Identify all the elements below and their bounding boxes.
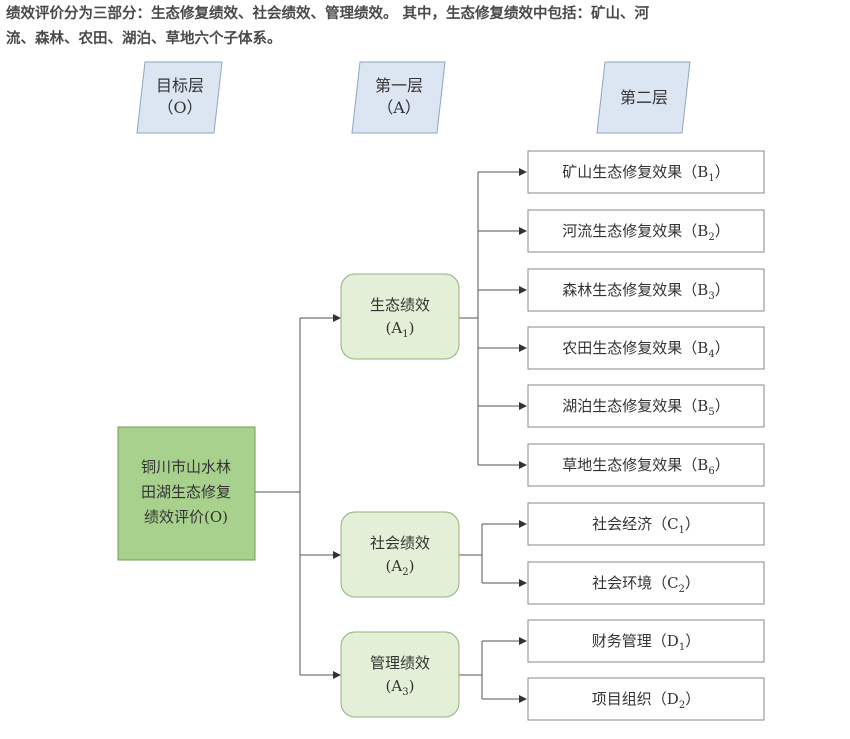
leaf-b2-label: 河流生态修复效果（B2） <box>562 222 729 243</box>
group-box-social <box>340 511 460 598</box>
leaf-b5-label: 湖泊生态修复效果（B5） <box>562 397 729 418</box>
leaf-c2: 社会环境（C2） <box>527 561 765 605</box>
leaf-b2-box <box>527 209 765 253</box>
leaf-c1: 社会经济（C1） <box>527 502 765 546</box>
leaf-d2-box <box>527 677 765 721</box>
layer-shape-second <box>596 61 691 134</box>
root-label-line-3: 绩效评价(O) <box>144 508 228 526</box>
group-node-ecology: 生态绩效 (A1) <box>340 273 460 360</box>
leaf-c1-label: 社会经济（C1） <box>592 515 700 536</box>
leaf-c1-box <box>527 502 765 546</box>
leaf-d1: 财务管理（D1） <box>527 619 765 663</box>
leaf-c2-label: 社会环境（C2） <box>592 574 700 595</box>
layer-header-first: 第一层 （A） <box>351 61 446 134</box>
root-node: 铜川市山水林 田湖生态修复 绩效评价(O) <box>117 426 256 561</box>
leaf-d1-label: 财务管理（D1） <box>592 632 700 653</box>
leaf-b1-box <box>527 150 765 194</box>
leaf-b3-box <box>527 268 765 312</box>
leaf-b6-label: 草地生态修复效果（B6） <box>562 456 729 477</box>
leaf-b6-box <box>527 443 765 487</box>
layer-title-first: 第一层 <box>375 76 423 95</box>
root-label-line-1: 铜川市山水林 <box>141 458 231 476</box>
group-name-ecology: 生态绩效 <box>370 296 430 314</box>
group-code-social: (A2) <box>386 557 415 578</box>
layer-shape-first <box>351 61 446 134</box>
layer-header-second: 第二层 <box>596 61 691 134</box>
group-name-social: 社会绩效 <box>370 534 430 552</box>
leaf-d1-box <box>527 619 765 663</box>
layer-header-target: 目标层 （O） <box>136 61 223 134</box>
leaf-b1-label: 矿山生态修复效果（B1） <box>562 163 729 184</box>
group-box-ecology <box>340 273 460 360</box>
root-label-line-2: 田湖生态修复 <box>141 483 231 501</box>
leaf-b4: 农田生态修复效果（B4） <box>527 326 765 370</box>
leaf-d2-label: 项目组织（D2） <box>592 690 700 711</box>
group-box-management <box>340 631 460 718</box>
layer-title-second: 第二层 <box>620 88 668 107</box>
layer-sub-target: （O） <box>157 98 202 117</box>
connectors <box>255 168 527 703</box>
root-node-box <box>117 426 256 561</box>
layer-title-target: 目标层 <box>156 76 204 95</box>
layer-sub-first: （A） <box>377 98 421 117</box>
leaf-b5-box <box>527 384 765 428</box>
leaf-d2: 项目组织（D2） <box>527 677 765 721</box>
leaf-b3-label: 森林生态修复效果（B3） <box>562 281 729 302</box>
leaf-b6: 草地生态修复效果（B6） <box>527 443 765 487</box>
leaf-b5: 湖泊生态修复效果（B5） <box>527 384 765 428</box>
group-code-management: (A3) <box>386 677 415 698</box>
leaf-b4-label: 农田生态修复效果（B4） <box>562 339 729 360</box>
group-node-social: 社会绩效 (A2) <box>340 511 460 598</box>
leaf-b3: 森林生态修复效果（B3） <box>527 268 765 312</box>
leaf-b4-box <box>527 326 765 370</box>
leaf-c2-box <box>527 561 765 605</box>
leaf-b2: 河流生态修复效果（B2） <box>527 209 765 253</box>
leaf-b1: 矿山生态修复效果（B1） <box>527 150 765 194</box>
intro-line-2: 流、森林、农田、湖泊、草地六个子体系。 <box>6 31 282 47</box>
intro-text: 绩效评价分为三部分：生态修复绩效、社会绩效、管理绩效。 其中，生态修复绩效中包括… <box>6 2 846 52</box>
group-name-management: 管理绩效 <box>370 654 430 672</box>
group-node-management: 管理绩效 (A3) <box>340 631 460 718</box>
layer-shape-target <box>136 61 223 134</box>
intro-line-1: 绩效评价分为三部分：生态修复绩效、社会绩效、管理绩效。 其中，生态修复绩效中包括… <box>6 6 650 22</box>
group-code-ecology: (A1) <box>386 319 415 340</box>
